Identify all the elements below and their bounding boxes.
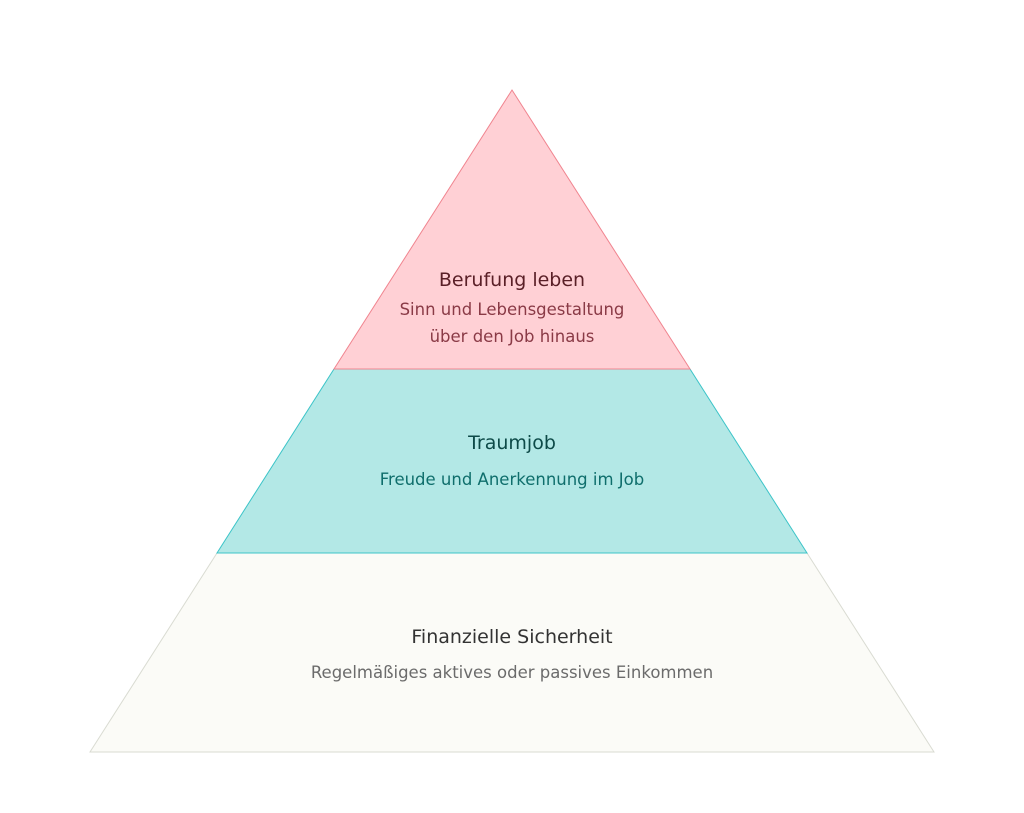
level-1-description-line-1: Sinn und Lebensgestaltung (400, 300, 625, 319)
level-3-shape (89, 552, 935, 753)
level-2-title: Traumjob (467, 432, 556, 454)
level-1-shape (333, 89, 691, 370)
level-3-description: Regelmäßiges aktives oder passives Einko… (311, 663, 713, 682)
level-1-title: Berufung leben (439, 269, 585, 291)
level-3-title: Finanzielle Sicherheit (411, 626, 612, 648)
level-2-description: Freude und Anerkennung im Job (380, 470, 645, 489)
level-finanzielle-sicherheit: Finanzielle Sicherheit Regelmäßiges akti… (89, 552, 935, 753)
level-traumjob: Traumjob Freude und Anerkennung im Job (216, 368, 808, 554)
level-berufung-leben: Berufung leben Sinn und Lebensgestaltung… (333, 89, 691, 370)
level-2-shape (216, 368, 808, 554)
level-1-description-line-2: über den Job hinaus (430, 327, 595, 346)
